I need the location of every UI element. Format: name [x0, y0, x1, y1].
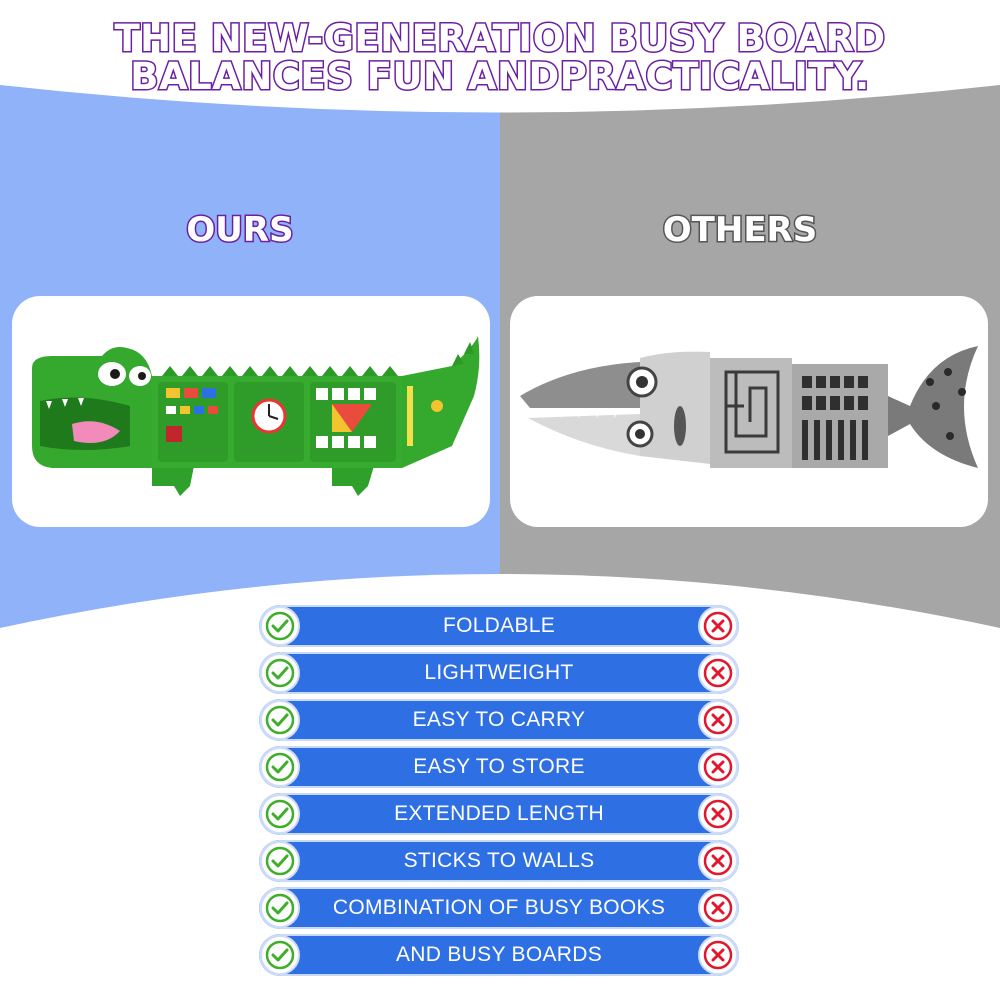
- cross-icon: [697, 934, 739, 976]
- cross-icon: [697, 652, 739, 694]
- others-product-card: [510, 296, 988, 527]
- feature-row-bar: [259, 793, 739, 835]
- crocodile-busy-board-image: [32, 336, 480, 496]
- check-icon: [259, 887, 301, 929]
- feature-row: AND BUSY BOARDS: [259, 934, 739, 976]
- feature-row-bar: [259, 746, 739, 788]
- cross-icon: [697, 887, 739, 929]
- feature-label: COMBINATION OF BUSY BOOKS: [332, 896, 666, 919]
- headline-line-2: BALANCES FUN ANDPRACTICALITY.: [129, 55, 871, 98]
- feature-row-bar: [259, 840, 739, 882]
- check-icon: [259, 934, 301, 976]
- feature-row: EASY TO STORE: [259, 746, 739, 788]
- feature-row-bar: [259, 605, 739, 647]
- check-icon: [259, 793, 301, 835]
- feature-row-bar: [259, 887, 739, 929]
- cross-icon: [697, 605, 739, 647]
- cross-icon: [697, 746, 739, 788]
- feature-label: EASY TO CARRY: [412, 708, 586, 731]
- check-icon: [259, 652, 301, 694]
- feature-label: EXTENDED LENGTH: [394, 802, 604, 825]
- feature-row: EASY TO CARRY: [259, 699, 739, 741]
- feature-row: COMBINATION OF BUSY BOOKS: [259, 887, 739, 929]
- feature-row: LIGHTWEIGHT: [259, 652, 739, 694]
- cross-icon: [697, 699, 739, 741]
- cross-icon: [697, 793, 739, 835]
- feature-row-bar: [259, 934, 739, 976]
- feature-row: FOLDABLE: [259, 605, 739, 647]
- feature-label: AND BUSY BOARDS: [396, 943, 602, 966]
- feature-label: LIGHTWEIGHT: [424, 661, 574, 684]
- feature-row: EXTENDED LENGTH: [259, 793, 739, 835]
- others-label: OTHERS: [661, 210, 818, 250]
- cross-icon: [697, 840, 739, 882]
- shark-busy-board-image: [520, 346, 978, 468]
- feature-label: FOLDABLE: [442, 614, 556, 637]
- check-icon: [259, 605, 301, 647]
- feature-row-bar: [259, 699, 739, 741]
- feature-row: STICKS TO WALLS: [259, 840, 739, 882]
- ours-product-card: [12, 296, 490, 527]
- feature-label: EASY TO STORE: [413, 755, 585, 778]
- check-icon: [259, 746, 301, 788]
- top-curve: [0, 0, 1000, 113]
- check-icon: [259, 840, 301, 882]
- check-icon: [259, 699, 301, 741]
- feature-label: STICKS TO WALLS: [403, 849, 595, 872]
- ours-label: OURS: [185, 210, 295, 250]
- feature-row-bar: [259, 652, 739, 694]
- headline-line-1: THE NEW-GENERATION BUSY BOARD: [113, 17, 887, 60]
